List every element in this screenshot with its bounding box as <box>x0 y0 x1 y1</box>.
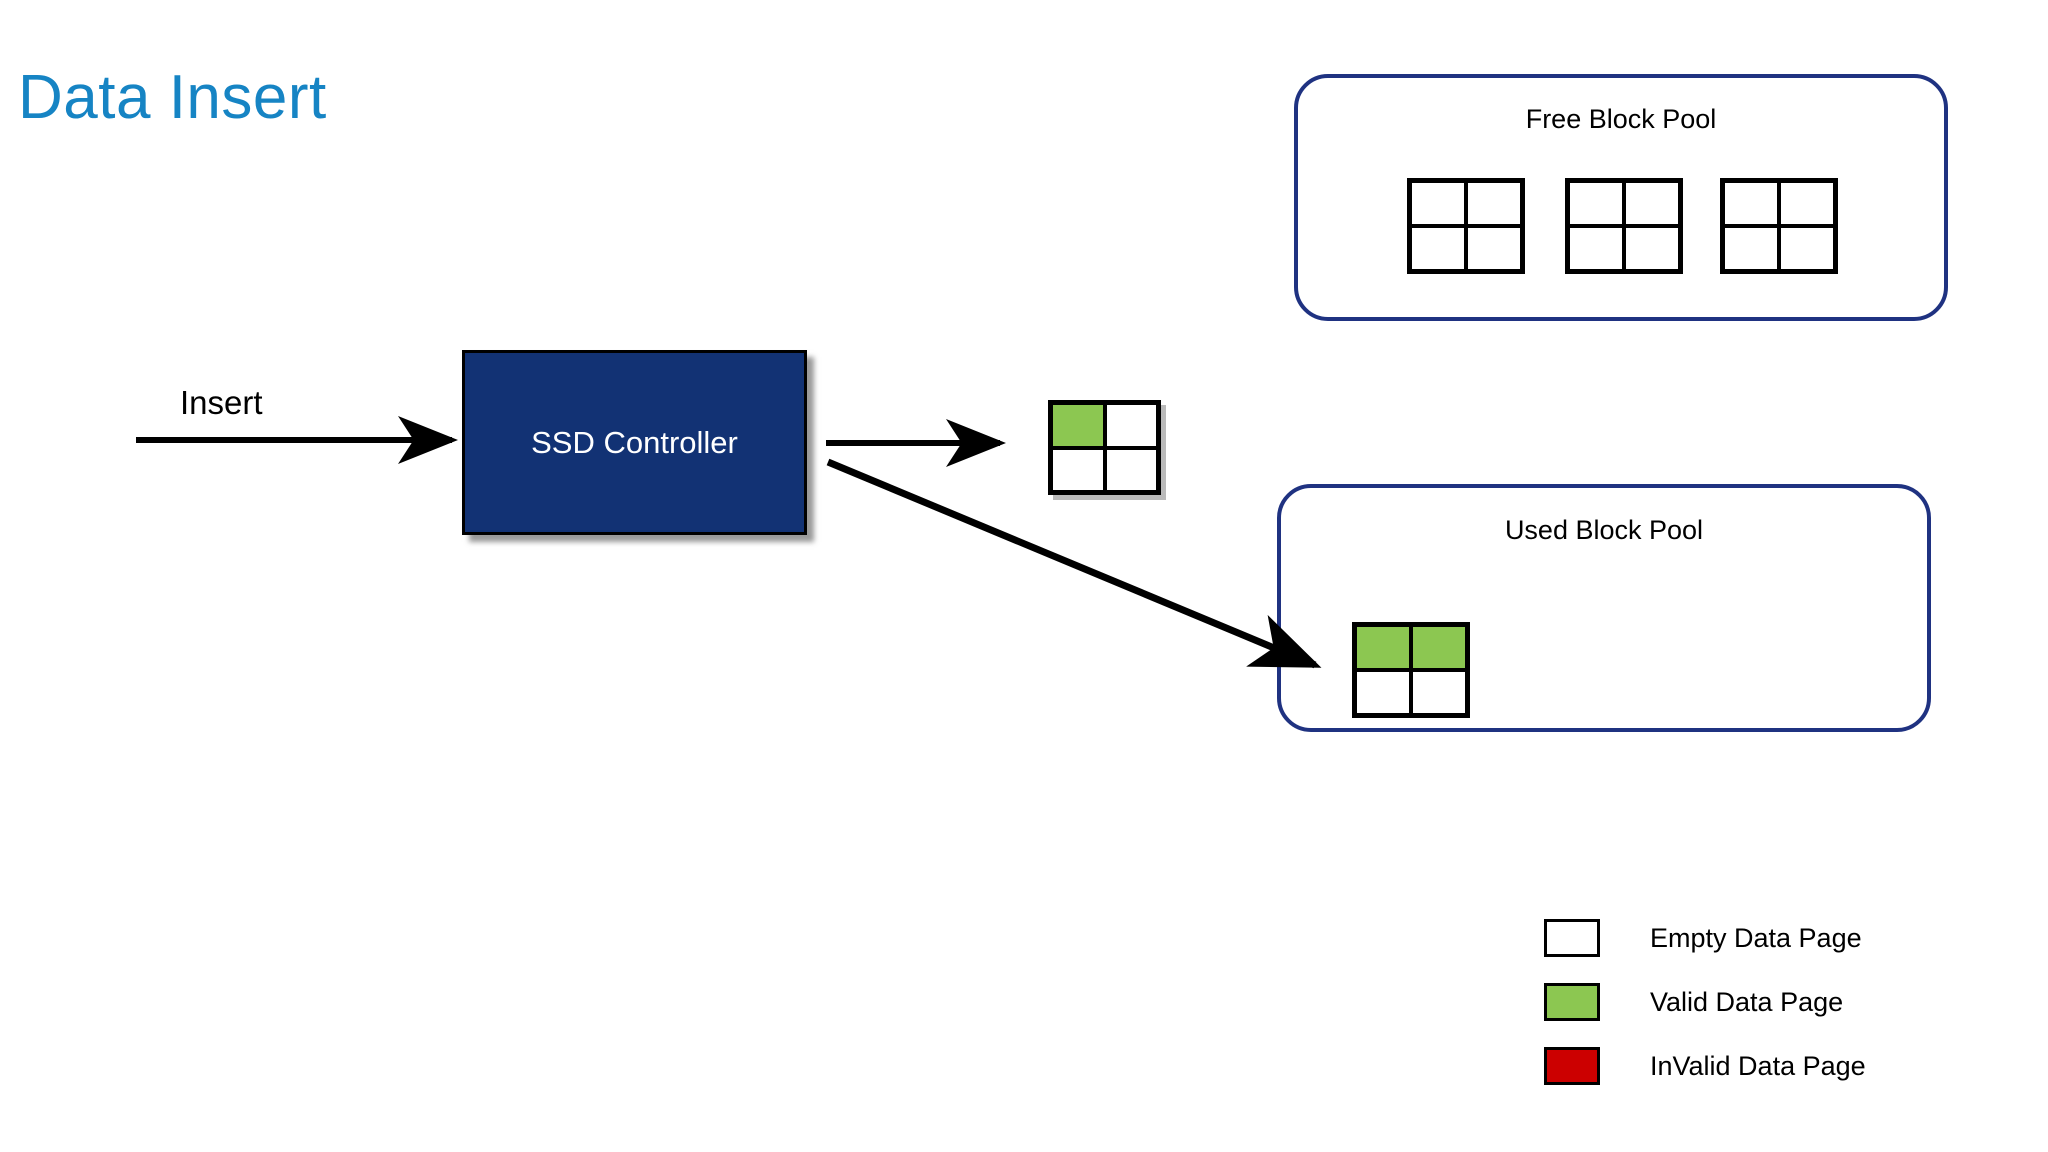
legend-label-valid: Valid Data Page <box>1650 986 1844 1017</box>
ssd-controller-box[interactable]: SSD Controller <box>462 350 807 535</box>
legend: Empty Data Page Valid Data Page InValid … <box>1544 906 1866 1098</box>
page-empty <box>1624 226 1680 271</box>
legend-swatch-valid-icon <box>1544 983 1600 1021</box>
page-empty <box>1104 403 1158 448</box>
legend-item-valid: Valid Data Page <box>1544 970 1866 1034</box>
used-block-1[interactable] <box>1352 622 1470 718</box>
insert-flow-label: Insert <box>180 384 263 421</box>
page-valid <box>1411 625 1467 670</box>
page-empty <box>1410 181 1466 226</box>
legend-item-empty: Empty Data Page <box>1544 906 1866 970</box>
legend-label-invalid: InValid Data Page <box>1650 1050 1866 1081</box>
page-valid <box>1355 625 1411 670</box>
legend-label-empty: Empty Data Page <box>1650 922 1862 953</box>
page-empty <box>1411 670 1467 715</box>
page-title: Data Insert <box>18 63 327 132</box>
page-empty <box>1568 181 1624 226</box>
legend-swatch-empty-icon <box>1544 919 1600 957</box>
page-empty <box>1104 447 1158 492</box>
page-empty <box>1624 181 1680 226</box>
used-block-pool-container: Used Block Pool <box>1277 484 1931 732</box>
free-block-3[interactable] <box>1720 178 1838 274</box>
page-empty <box>1723 226 1779 271</box>
page-empty <box>1355 670 1411 715</box>
page-empty <box>1051 447 1105 492</box>
used-block-pool-label: Used Block Pool <box>1504 515 1704 545</box>
page-empty <box>1568 226 1624 271</box>
page-empty <box>1410 226 1466 271</box>
free-block-2[interactable] <box>1565 178 1683 274</box>
legend-swatch-invalid-icon <box>1544 1047 1600 1085</box>
free-block-1[interactable] <box>1407 178 1525 274</box>
inflight-block[interactable] <box>1048 400 1161 495</box>
ssd-controller-label: SSD Controller <box>531 424 738 460</box>
page-empty <box>1466 226 1522 271</box>
page-empty <box>1466 181 1522 226</box>
page-empty <box>1779 226 1835 271</box>
page-empty <box>1779 181 1835 226</box>
page-empty <box>1723 181 1779 226</box>
free-block-pool-label: Free Block Pool <box>1525 104 1717 134</box>
legend-item-invalid: InValid Data Page <box>1544 1034 1866 1098</box>
page-valid <box>1051 403 1105 448</box>
